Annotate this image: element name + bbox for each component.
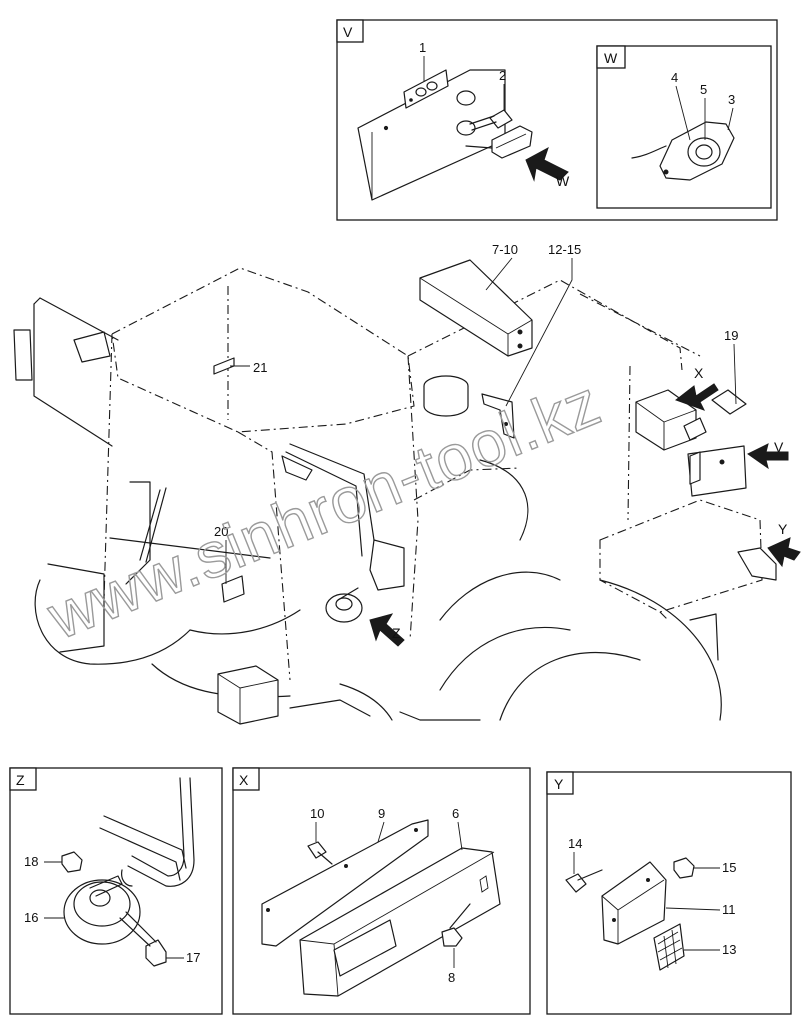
nut-part-15 xyxy=(673,857,695,879)
callout-9: 9 xyxy=(378,806,385,821)
machine-overview: 7-10 12-15 21 20 Z xyxy=(13,242,801,725)
horn-location xyxy=(325,587,363,623)
rear-light-x xyxy=(635,389,707,451)
callout-5: 5 xyxy=(700,82,707,97)
detail-x-panel: X 10 9 6 8 xyxy=(232,767,531,1015)
nut-part-18 xyxy=(61,851,83,873)
callout-14: 14 xyxy=(568,836,582,851)
bolt-part-8 xyxy=(441,903,471,947)
view-arrow-v: V xyxy=(747,439,789,470)
bolt-part-14 xyxy=(565,869,603,893)
detail-w-label: W xyxy=(604,50,618,66)
callout-16: 16 xyxy=(24,910,38,925)
view-arrow-z: Z xyxy=(369,613,405,647)
view-arrow-w: W xyxy=(525,146,570,189)
callout-12-15: 12-15 xyxy=(548,242,581,257)
watermark-text: www.sinhron-tool.kz xyxy=(37,366,610,653)
callout-15: 15 xyxy=(722,860,736,875)
bracket-part-1 xyxy=(403,69,449,109)
view-tag-z: Z xyxy=(392,625,401,641)
callout-6: 6 xyxy=(452,806,459,821)
detail-v-label: V xyxy=(343,24,353,40)
detail-y-panel: Y 14 15 11 13 xyxy=(546,771,792,1015)
callout-18: 18 xyxy=(24,854,38,869)
detail-v-panel: V W xyxy=(336,19,778,221)
detail-w-panel: W 4 5 3 xyxy=(596,45,772,209)
bolt-part-2 xyxy=(469,109,513,131)
callout-11: 11 xyxy=(722,902,736,917)
view-arrow-y: Y xyxy=(767,521,801,568)
callout-7-10: 7-10 xyxy=(492,242,518,257)
callout-19: 19 xyxy=(724,328,738,343)
view-tag-v: V xyxy=(774,439,784,455)
callout-13: 13 xyxy=(722,942,736,957)
horn-assembly xyxy=(63,875,141,945)
bolt-part-10 xyxy=(307,841,333,865)
light-bar-part-6 xyxy=(299,847,501,997)
beacon-light xyxy=(423,375,469,417)
callout-17: 17 xyxy=(186,950,200,965)
detail-z-panel: Z 18 16 17 xyxy=(9,767,223,1015)
callout-1: 1 xyxy=(419,40,426,55)
light-bar-7-10 xyxy=(419,259,533,357)
view-tag-w: W xyxy=(556,173,570,189)
callout-3: 3 xyxy=(728,92,735,107)
bracket-part-11 xyxy=(601,861,667,945)
callout-8: 8 xyxy=(448,970,455,985)
view-tag-x: X xyxy=(694,365,704,381)
detail-z-label: Z xyxy=(16,772,25,788)
bolt-part-17 xyxy=(119,911,167,967)
callout-10: 10 xyxy=(310,806,324,821)
callout-2: 2 xyxy=(499,68,506,83)
reflector-part-13 xyxy=(653,923,685,971)
side-lamp-location xyxy=(687,445,747,497)
mounting-plate xyxy=(357,69,506,201)
detail-x-label: X xyxy=(239,772,249,788)
view-arrow-x: X xyxy=(674,365,719,411)
detail-y-label: Y xyxy=(554,776,564,792)
mounting-plate-part-9 xyxy=(261,819,429,947)
view-tag-y: Y xyxy=(778,521,788,537)
bracket-12-15 xyxy=(481,393,515,439)
side-lamp xyxy=(465,125,533,159)
callout-4: 4 xyxy=(671,70,678,85)
callout-21: 21 xyxy=(253,360,267,375)
callout-20: 20 xyxy=(214,524,228,539)
